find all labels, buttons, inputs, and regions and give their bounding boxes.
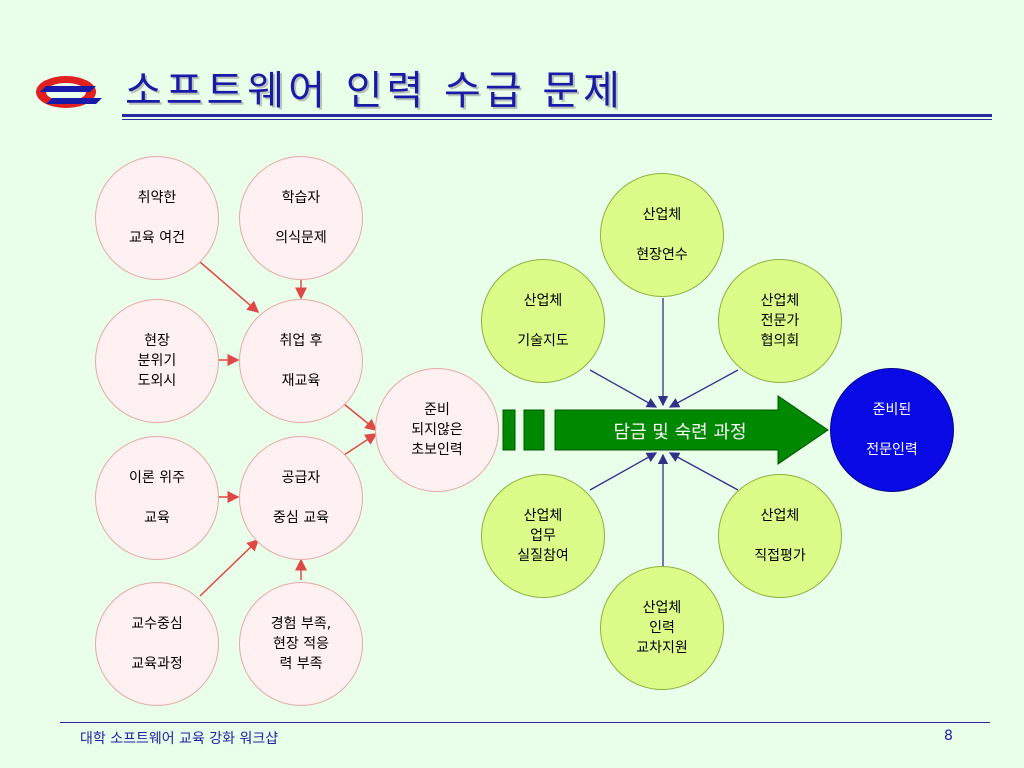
arrow-prof-to-supplier [199, 538, 260, 597]
node-retraining: 취업 후 재교육 [239, 299, 363, 423]
footer-text: 대학 소프트웨어 교육 강화 워크샵 [80, 731, 279, 747]
node-supplier: 공급자 중심 교육 [239, 436, 363, 560]
node-ind-eval: 산업체 직접평가 [718, 474, 842, 598]
footer-rule [60, 722, 990, 723]
node-ind-guide: 산업체 기술지도 [481, 259, 605, 383]
node-weak-env: 취약한 교육 여건 [95, 156, 219, 280]
process-bar-1 [502, 409, 516, 451]
arrow-retrain-to-unprepared [343, 403, 378, 431]
process-bar-2 [523, 409, 545, 451]
spoke-eval [668, 452, 739, 491]
arrow-supplier-to-unprepared [343, 433, 378, 456]
node-ind-assoc: 산업체 전문가 협의회 [718, 259, 842, 383]
node-prepared: 준비된 전문인력 [830, 368, 954, 492]
arrow-weak-to-retrain [199, 261, 260, 313]
node-ind-work: 산업체 업무 실질참여 [481, 474, 605, 598]
title-rule [122, 114, 992, 117]
node-lack-exp: 경험 부족, 현장 적응 력 부족 [239, 582, 363, 706]
spoke-guide [589, 369, 658, 408]
process-arrow [554, 395, 829, 465]
node-ind-field: 산업체 현장연수 [600, 173, 724, 297]
spoke-work [589, 452, 658, 491]
node-theory: 이론 위주 교육 [95, 436, 219, 560]
node-unprepared: 준비 되지않은 초보인력 [375, 368, 499, 492]
process-arrow-label: 담금 및 숙련 과정 [613, 422, 747, 443]
node-ind-exchange: 산업체 인력 교차지원 [600, 566, 724, 690]
title-rule-thin [122, 119, 992, 120]
page-number: 8 [944, 728, 953, 744]
logo-icon [36, 76, 102, 108]
spoke-assoc [668, 369, 739, 408]
node-professor: 교수중심 교육과정 [95, 582, 219, 706]
node-field-ignored: 현장 분위기 도외시 [95, 299, 219, 423]
page-title: 소프트웨어 인력 수급 문제 [125, 68, 624, 114]
node-learner: 학습자 의식문제 [239, 156, 363, 280]
